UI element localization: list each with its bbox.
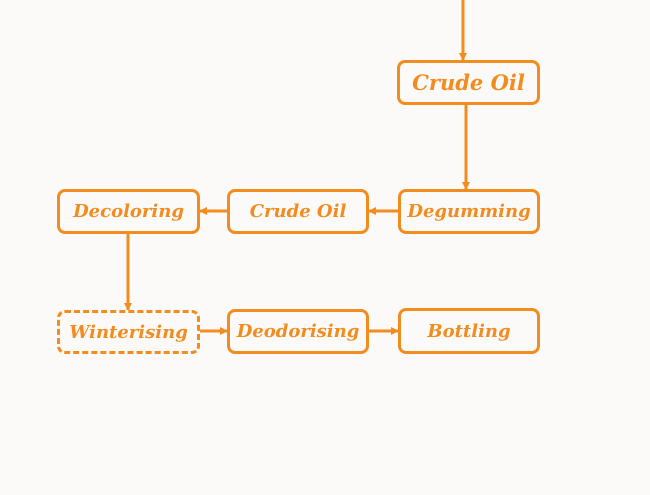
node-degumming: Degumming [398, 189, 540, 234]
node-crude-oil-top: Crude Oil [397, 60, 540, 105]
node-bottling: Bottling [398, 308, 540, 354]
node-deodorising-label: Deodorising [236, 321, 360, 342]
node-bottling-label: Bottling [427, 320, 511, 342]
node-winterising: Winterising [57, 310, 200, 354]
node-crude-oil-mid: Crude Oil [227, 189, 369, 234]
node-decoloring: Decoloring [57, 189, 200, 234]
node-decoloring-label: Decoloring [73, 201, 184, 222]
node-crude-oil-mid-label: Crude Oil [249, 201, 347, 222]
node-winterising-label: Winterising [69, 321, 188, 343]
node-deodorising: Deodorising [227, 309, 369, 354]
node-degumming-label: Degumming [407, 201, 531, 222]
node-crude-oil-top-label: Crude Oil [412, 70, 525, 95]
